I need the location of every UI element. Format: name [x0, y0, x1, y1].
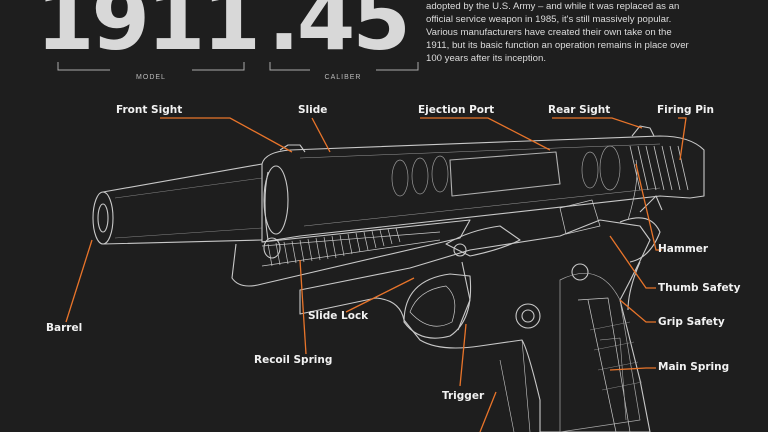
barrel-part	[92, 163, 263, 245]
label-barrel: Barrel	[46, 322, 83, 334]
frame-part	[299, 159, 663, 432]
callout-lines	[65, 117, 687, 432]
caliber-caption: CALIBER	[324, 74, 362, 81]
label-firing-pin: Firing Pin	[657, 104, 714, 116]
description-line: Various manufacturers have created their…	[426, 27, 672, 38]
description-line: 100 years after its inception.	[426, 53, 546, 64]
label-trigger: Trigger	[442, 390, 485, 402]
description-line: 1911, but its basic function an operatio…	[426, 40, 689, 51]
label-hammer: Hammer	[658, 243, 709, 255]
description-line: adopted by the U.S. Army – and while it …	[426, 1, 680, 12]
recoil-spring-part	[231, 219, 471, 287]
label-main-spring: Main Spring	[658, 361, 730, 373]
label-front-sight: Front Sight	[116, 104, 183, 116]
slide-part	[261, 125, 705, 243]
description: adopted by the U.S. Army – and while it …	[426, 0, 756, 65]
model-value: 1911	[36, 0, 261, 69]
caliber-value: .45	[268, 0, 411, 69]
label-slide-lock: Slide Lock	[308, 310, 369, 322]
label-grip-safety: Grip Safety	[658, 316, 725, 328]
model-caption: MODEL	[136, 74, 166, 81]
caption-brackets	[57, 62, 419, 71]
label-ejection-port: Ejection Port	[418, 104, 495, 116]
label-thumb-safety: Thumb Safety	[658, 282, 741, 294]
label-recoil-spring: Recoil Spring	[254, 354, 333, 366]
label-slide: Slide	[298, 104, 328, 116]
label-rear-sight: Rear Sight	[548, 104, 611, 116]
description-line: official service weapon in 1985, it's st…	[426, 14, 672, 25]
